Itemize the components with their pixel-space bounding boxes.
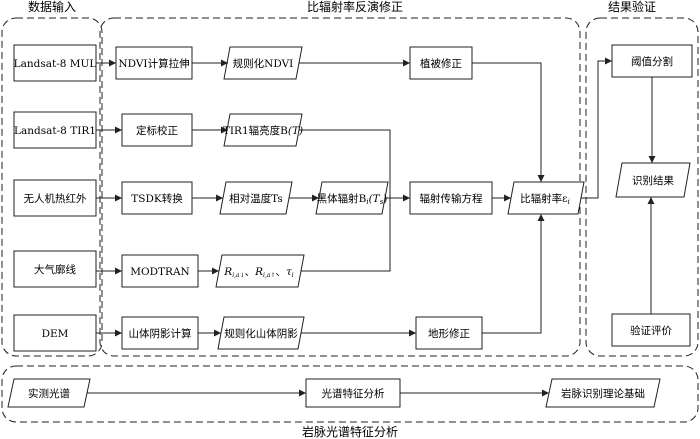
para-atm-params xyxy=(215,254,305,288)
input-label-tir1: Landsat-8 TIR1 xyxy=(14,125,96,137)
line-radiance-merge xyxy=(299,129,391,198)
box-feature xyxy=(305,378,401,408)
arrow-veg-emissivity xyxy=(472,62,545,182)
input-box-mul xyxy=(13,44,97,82)
para-result xyxy=(615,162,691,198)
input-label-atmo: 大气廓线 xyxy=(34,263,76,276)
label-hillshade-norm: 规则化山体阴影 xyxy=(224,327,298,340)
para-tir-radiance xyxy=(223,113,303,147)
label-threshold: 阈值分割 xyxy=(631,55,673,68)
para-rel-temp xyxy=(219,181,293,215)
input-label-mul: Landsat-8 MUL xyxy=(14,58,97,70)
box-terrain xyxy=(415,316,483,350)
panel-validation xyxy=(585,17,699,357)
label-calib: 定标校正 xyxy=(136,124,178,137)
label-eval: 验证评价 xyxy=(630,324,672,337)
section-title-input: 数据输入 xyxy=(28,0,76,14)
label-feature: 光谱特征分析 xyxy=(322,387,385,400)
box-rad-eq xyxy=(409,181,493,215)
label-rel-temp: 相对温度Ts xyxy=(229,192,283,205)
para-measured xyxy=(7,378,91,408)
box-eval xyxy=(611,313,691,347)
panel-spectral xyxy=(1,365,699,423)
para-hillshade-norm xyxy=(217,316,305,350)
label-modtran: MODTRAN xyxy=(130,266,189,278)
label-tsdk: TSDK转换 xyxy=(131,192,183,205)
label-veg-corr: 植被修正 xyxy=(420,57,462,70)
arrow-terrain-emissivity xyxy=(482,214,545,334)
label-ndvi-stretch: NDVI计算拉伸 xyxy=(118,57,189,70)
para-ndvi-norm xyxy=(223,46,303,80)
label-result: 识别结果 xyxy=(632,174,674,187)
arrow-emissivity-threshold xyxy=(581,57,612,199)
connectors xyxy=(87,57,656,397)
label-atm-params: Ri,a↓、Ri,a↑、τi xyxy=(223,266,294,279)
box-veg-corr xyxy=(409,46,473,80)
para-emissivity xyxy=(507,181,585,215)
label-emissivity: 比辐射率εi xyxy=(520,192,570,206)
input-box-uav xyxy=(13,179,97,217)
para-bb-rad xyxy=(315,181,389,215)
label-tir-radiance: TIR1辐亮度B(T) xyxy=(223,124,303,137)
para-basis xyxy=(545,378,661,408)
box-threshold xyxy=(611,44,693,78)
line-params-merge xyxy=(301,198,391,272)
label-basis: 岩脉识别理论基础 xyxy=(561,387,645,400)
input-box-tir1 xyxy=(13,111,97,149)
label-terrain: 地形修正 xyxy=(428,327,470,340)
label-bb-rad: 黑体辐射Bi(Ts) xyxy=(317,192,388,206)
input-box-atmo xyxy=(13,250,97,288)
box-modtran xyxy=(121,254,199,288)
label-ndvi-norm: 规则化NDVI xyxy=(233,57,294,70)
label-measured: 实测光谱 xyxy=(28,387,70,400)
input-label-dem: DEM xyxy=(42,328,69,340)
panel-input xyxy=(1,17,103,357)
section-title-validation: 结果验证 xyxy=(608,0,656,14)
label-rad-eq: 辐射传输方程 xyxy=(420,192,483,205)
section-title-spectral: 岩脉光谱特征分析 xyxy=(302,424,398,439)
box-calib xyxy=(121,113,193,147)
label-hillshade: 山体阴影计算 xyxy=(129,327,192,340)
box-hillshade xyxy=(121,316,199,350)
section-title-inversion: 比辐射率反演修正 xyxy=(307,0,403,14)
input-label-uav: 无人机热红外 xyxy=(24,192,87,205)
